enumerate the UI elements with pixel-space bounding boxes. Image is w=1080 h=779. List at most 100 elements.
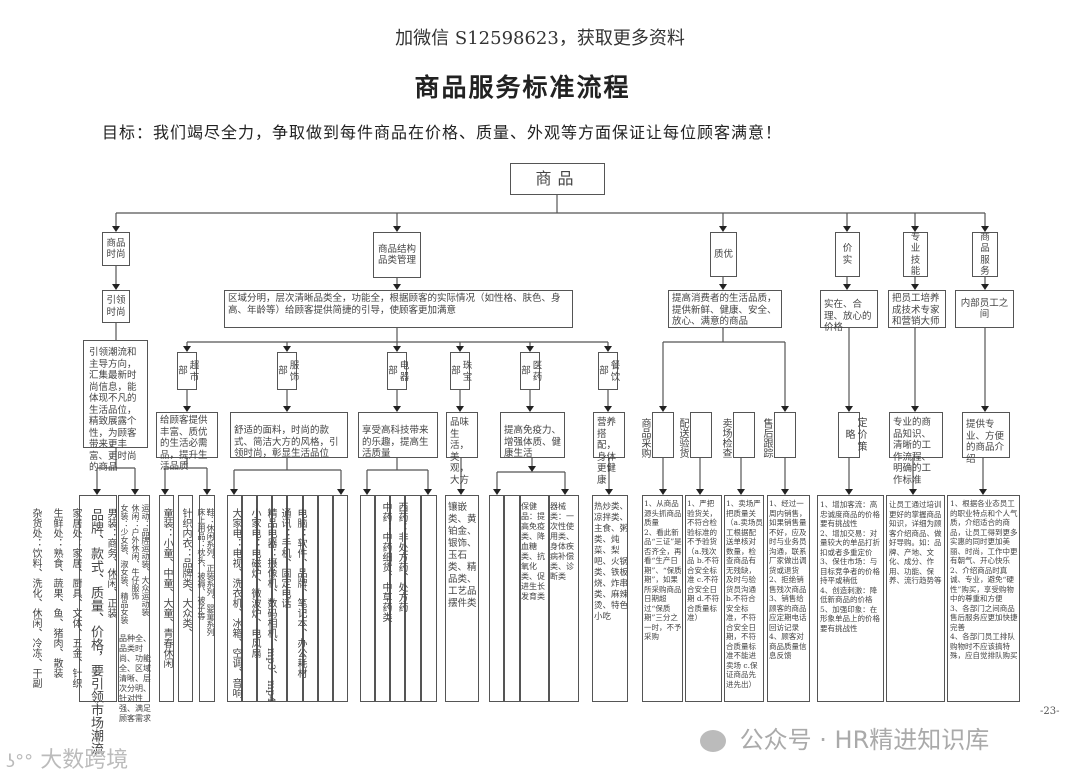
- arrow-down-icon: [845, 406, 853, 412]
- quality-step-3-box: [733, 412, 755, 458]
- arrow-down-icon: [393, 226, 401, 232]
- grocery-text: 杂货处：饮料、洗化、休闲、冷冻、干副: [30, 508, 41, 688]
- arrow-down-icon: [781, 406, 789, 412]
- page-title: 商品服务标准流程: [414, 73, 631, 102]
- page-number: -23-: [1040, 706, 1060, 717]
- arrow-down-icon: [112, 226, 120, 232]
- category-column: [817, 495, 884, 702]
- arrow-down-icon: [363, 489, 371, 495]
- quality-step-2-box: [690, 412, 712, 458]
- watermark-right: 公众号 · HR精进知识库: [700, 720, 989, 755]
- brand-text: 品牌、款式、质量、价格，要引领市场潮流: [88, 508, 103, 755]
- skill-description: 专业的商品知识、清晰的工作流程、明确的工作标准: [889, 412, 943, 486]
- category-column: [767, 495, 810, 702]
- arrow-down-icon: [424, 489, 432, 495]
- level2-price: 实在、合理、放心的价格: [820, 290, 878, 333]
- arrow-down-icon: [283, 406, 291, 412]
- category-column: [642, 495, 683, 702]
- skill-detail: 让员工通过培训更好的掌握商品知识，详细为顾客介绍商品、做好导购。如：品牌、产地、…: [889, 500, 942, 585]
- quality-step-2-detail: 1、严把验货关，不符合检验标准的不予验货（a.残次品 b.不符合安全标准 c.不…: [687, 499, 720, 622]
- arrow-down-icon: [911, 226, 919, 232]
- category-column: [199, 495, 215, 702]
- category-column: [333, 495, 348, 702]
- category-column: [724, 495, 764, 702]
- pricing-detail: 1、增加客流：高忠诚度商品的价格要有挑战性 2、增加交易：对量较大的单品打折扣或…: [820, 500, 880, 633]
- category-column: [178, 495, 193, 702]
- quality-step-2-label: 配送验货: [677, 418, 688, 458]
- arrow-down-icon: [911, 406, 919, 412]
- department-2-description: 舒适的面料，时尚的款式、简洁大方的风格，引领时尚，彰显生活品位: [230, 412, 348, 459]
- arrow-down-icon: [283, 346, 291, 352]
- arrow-down-icon: [528, 466, 536, 472]
- arrow-down-icon: [526, 346, 534, 352]
- category-column: [242, 495, 257, 702]
- arrow-down-icon: [604, 346, 612, 352]
- category-column: [685, 495, 722, 702]
- western-medicine-text: 西药：非处方药、处方药: [396, 502, 407, 612]
- arrow-down-icon: [393, 284, 401, 290]
- category-column: [79, 495, 117, 702]
- level2-structure: 区域分明，层次清晰品类全，功能全，根据顾客的实际情况（如性格、肤色、身高、年龄等…: [224, 290, 573, 328]
- level1-service: 商品服务: [972, 232, 998, 277]
- arrow-down-icon: [696, 489, 704, 495]
- category-column: [592, 495, 628, 702]
- arrow-down-icon: [183, 346, 191, 352]
- arrow-down-icon: [845, 489, 853, 495]
- department-1-description: 给顾客提供丰富、质优的生活必需品，提升生活品质: [156, 412, 218, 472]
- category-column: [489, 495, 504, 702]
- arrow-down-icon: [230, 489, 238, 495]
- level1-quality: 质优: [710, 232, 737, 277]
- category-column: [520, 495, 549, 702]
- watermark-left-text: 大数跨境: [40, 748, 129, 773]
- department-3-description: 享受高科技带来的乐趣，提高生活质量: [358, 412, 438, 459]
- arrow-down-icon: [131, 489, 139, 495]
- fashion-description: 引领潮流和主导方向，汇集最新时尚信息，能体现不凡的生活品位，精致展露个性，为顾客…: [83, 340, 148, 473]
- arrow-down-icon: [911, 284, 919, 290]
- small-appliance-text: 小家电：电磁炉、微波炉、电风扇: [249, 508, 260, 658]
- arrow-down-icon: [659, 489, 667, 495]
- arrow-down-icon: [561, 489, 569, 495]
- telecom-text: 通讯：手机、固定电话: [279, 508, 290, 608]
- watermark-left: ʖ°° 大数跨境: [6, 742, 128, 774]
- arrow-down-icon: [605, 489, 613, 495]
- wechat-note: 加微信 S12598623，获取更多资料: [395, 28, 685, 49]
- category-column: [375, 495, 390, 702]
- wechat-icon: [700, 730, 726, 752]
- category-column: [257, 495, 272, 702]
- level1-fashion: 商品时尚: [102, 232, 130, 266]
- quality-step-1-label: 商品采购: [639, 418, 650, 458]
- level1-structure: 商品结构品类管理: [373, 232, 421, 278]
- category-column: [445, 495, 479, 702]
- department-4-description: 品味生活，美观，大方: [446, 412, 478, 486]
- level1-price: 价实: [835, 232, 860, 277]
- casual-text: 休闲：户外休闲、牛仔服饰: [131, 504, 140, 600]
- arrow-down-icon: [456, 406, 464, 412]
- category-column: [390, 495, 405, 702]
- arrow-down-icon: [337, 489, 345, 495]
- arrow-down-icon: [737, 489, 745, 495]
- level2-service: 内部员工之间: [955, 290, 1014, 328]
- watermark-logo-icon: ʖ°°: [6, 751, 34, 772]
- arrow-down-icon: [456, 346, 464, 352]
- summary-text: 品种全、品类时尚、功能全、区域清晰、层次分明、针对性强、满足顾客需求: [119, 634, 151, 723]
- category-column: [287, 495, 303, 702]
- arrow-down-icon: [659, 406, 667, 412]
- arrow-down-icon: [526, 406, 534, 412]
- category-column: [405, 495, 421, 702]
- department-6-description: 营养搭配，身体更健康: [593, 412, 625, 486]
- arrow-down-icon: [393, 346, 401, 352]
- home-text: 家居处：家居、厨具、文体、五金、针织: [70, 508, 81, 688]
- arrow-down-icon: [981, 284, 989, 290]
- premium-appliance-text: 精品电器：摄像机、数码相机、mp3、mp4: [265, 508, 276, 703]
- arrow-down-icon: [909, 489, 917, 495]
- department-3-name: 电器部: [386, 352, 409, 390]
- arrow-down-icon: [393, 406, 401, 412]
- arrow-down-icon: [183, 406, 191, 412]
- health-text: 保健品：提高免疫类、降血糖类、抗氧化类、促进生长发育类: [521, 502, 545, 601]
- root-node: 商品: [510, 163, 605, 195]
- quality-step-3-label: 卖场检查: [720, 418, 731, 458]
- category-column: [360, 495, 375, 702]
- jewelry-text: 镶嵌类、黄铂金、银饰、玉石类、精品类、工艺品摆件类: [448, 502, 477, 609]
- arrow-down-icon: [843, 284, 851, 290]
